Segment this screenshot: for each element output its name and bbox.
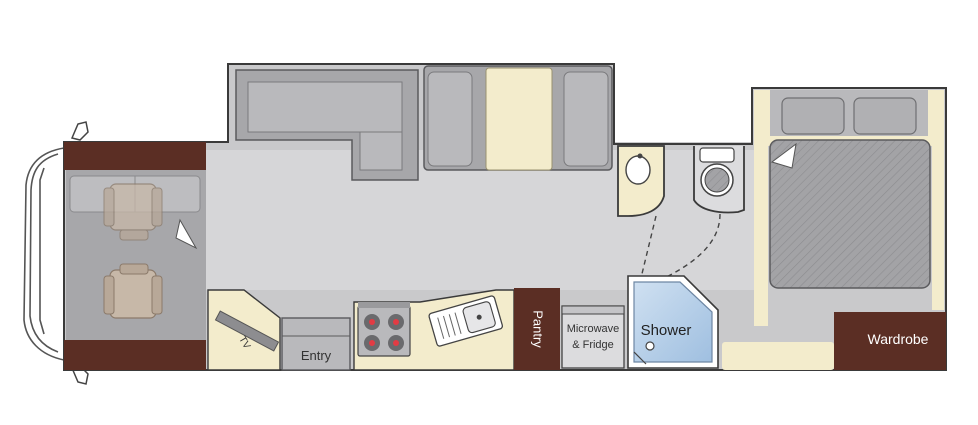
mirror-top: [70, 121, 89, 141]
kitchen-sink: [428, 295, 504, 347]
shower-label: Shower: [641, 322, 692, 339]
entry-step: [281, 317, 351, 371]
bath-sink: [617, 145, 665, 217]
fridge-label: & Fridge: [572, 339, 614, 351]
l-sofa: [235, 69, 419, 181]
passenger-seat: [103, 263, 163, 319]
pantry: [514, 288, 560, 370]
shower: [627, 275, 719, 369]
cab-outline: [23, 147, 65, 361]
cab-overhead-cabinet-top: [64, 142, 206, 170]
cab-overhead-cabinet-bottom: [64, 340, 206, 370]
wardrobe-label: Wardrobe: [868, 331, 929, 347]
wardrobe: [834, 312, 946, 370]
tv-marker-cab: [175, 218, 198, 250]
microwave-fridge: [561, 305, 625, 369]
tv-marker-bedroom: [770, 142, 797, 169]
toilet-room: [693, 146, 745, 214]
entry-label: Entry: [301, 348, 332, 363]
bedroom: [754, 90, 944, 326]
bedroom-bench: [722, 342, 834, 370]
microwave-label: Microwave: [567, 323, 620, 335]
stove: [357, 302, 411, 357]
exterior-walls: [63, 63, 947, 371]
tv-cabinet: [207, 289, 281, 371]
driver-seat: [103, 183, 163, 241]
pantry-label: Pantry: [531, 310, 546, 348]
dinette: [423, 65, 613, 171]
